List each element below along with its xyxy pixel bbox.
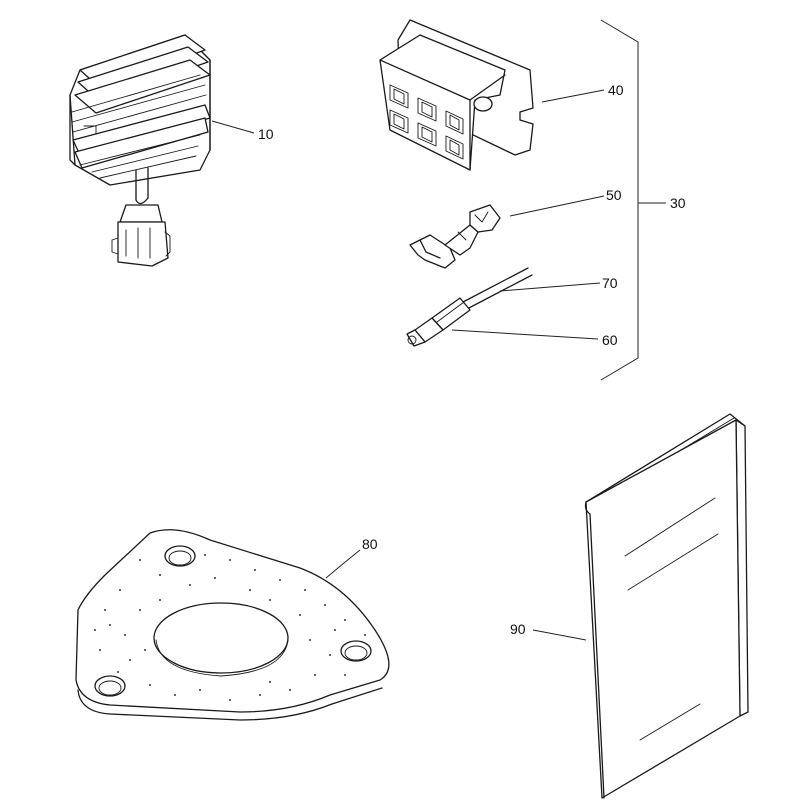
callout-70: 70 [602, 275, 618, 291]
leader-40 [541, 89, 605, 103]
gasket-part [75, 529, 390, 721]
callout-60: 60 [602, 332, 618, 348]
leader-60 [451, 329, 599, 340]
leader-10 [211, 120, 255, 134]
callout-90: 90 [510, 621, 526, 637]
callout-30: 30 [670, 195, 686, 211]
leader-70 [499, 282, 601, 292]
pin-terminal-part [406, 267, 533, 347]
leader-90 [532, 629, 587, 641]
leader-80 [325, 549, 361, 579]
callout-40: 40 [608, 82, 624, 98]
callout-10: 10 [258, 126, 274, 142]
leader-50 [509, 195, 605, 217]
connector-housing-part [379, 19, 534, 171]
callout-50: 50 [606, 187, 622, 203]
regulator-rectifier-part [69, 34, 211, 267]
crimp-terminal-part [409, 204, 501, 269]
callout-80: 80 [362, 536, 378, 552]
owners-manual-part [584, 413, 749, 799]
assembly-bracket-30 [600, 19, 639, 381]
